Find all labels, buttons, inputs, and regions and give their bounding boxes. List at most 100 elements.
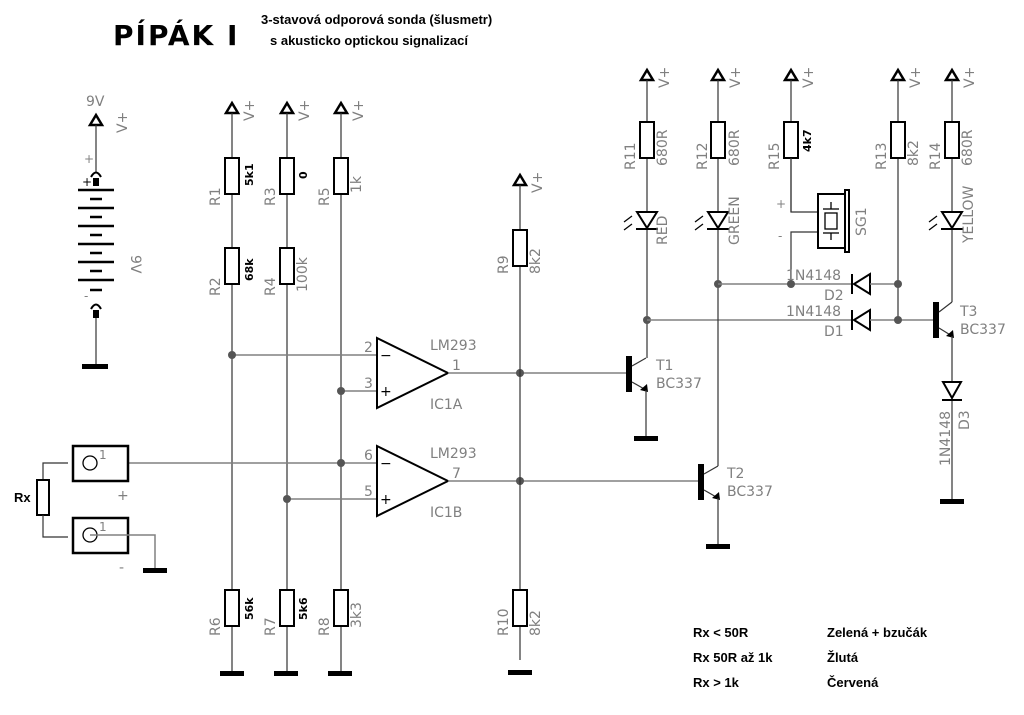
ground-icon (508, 670, 532, 675)
r11-value: 680R (655, 129, 671, 166)
resistor-r9 (512, 229, 528, 267)
vplus-supply-icon (223, 100, 241, 115)
d2-part: 1N4148 (786, 268, 841, 284)
probe-plus-label: + (117, 488, 129, 504)
vplus-supply-icon (889, 67, 907, 82)
svg-text:−: − (380, 348, 392, 364)
vplus-supply-icon (709, 67, 727, 82)
transistor-t1: T1 BC337 (626, 356, 702, 441)
r8-value: 3k3 (349, 602, 365, 628)
ic1b-part: LM293 (430, 446, 477, 462)
probe-plus-terminal[interactable] (71, 444, 130, 483)
r13-ref: R13 (874, 142, 890, 170)
buzzer-ref: SG1 (854, 207, 870, 236)
ground-icon (940, 499, 964, 504)
resistor-r5 (333, 157, 349, 195)
led-red: RED (623, 211, 671, 245)
resistor-r11 (639, 121, 655, 159)
r9-value: 8k2 (528, 248, 544, 274)
battery: 9V V+ + + 9V - (78, 94, 143, 369)
diode-d2: 1N4148 D2 (786, 268, 898, 304)
resistor-r2 (224, 247, 240, 285)
r2-ref: R2 (208, 277, 224, 296)
d3-part: 1N4148 (938, 411, 954, 466)
probe-minus-label: - (119, 560, 124, 576)
led-yellow-label: YELLOW (961, 185, 977, 244)
vplus-label: V+ (530, 172, 546, 193)
vplus-supply-icon (332, 100, 350, 115)
battery-cell-plus: + (82, 175, 92, 189)
d1-ref: D1 (824, 324, 844, 340)
resistor-r6 (224, 589, 240, 627)
vplus-label: V+ (728, 67, 744, 88)
r4-ref: R4 (263, 277, 279, 296)
d1-part: 1N4148 (786, 304, 841, 320)
r9-ref: R9 (496, 255, 512, 274)
buzzer-sg1: + - SG1 (776, 158, 870, 288)
resistor-r4 (279, 247, 295, 285)
t1-part: BC337 (656, 376, 702, 392)
legend-result-2: Žlutá (827, 650, 859, 665)
resistor-r14 (944, 121, 960, 159)
vplus-supply-icon (87, 112, 105, 127)
r12-value: 680R (727, 129, 743, 166)
r3-ref: R3 (263, 187, 279, 206)
battery-rail-label: V+ (115, 112, 131, 133)
vplus-label: V+ (242, 100, 258, 121)
ground-icon (82, 364, 108, 369)
r15-value: 4k7 (801, 129, 814, 152)
battery-minus-label: - (84, 289, 88, 303)
vplus-supply-icon (278, 100, 296, 115)
vplus-label: V+ (962, 67, 978, 88)
comparator-ic1a: 2 3 1 − + LM293 IC1A (364, 336, 477, 413)
vplus-label: V+ (657, 67, 673, 88)
probe-minus-pin: 1 (99, 520, 107, 534)
legend-condition-3: Rx > 1k (693, 675, 740, 690)
transistor-t2: T2 BC337 (698, 464, 773, 549)
resistor-r15 (783, 121, 799, 159)
schematic-title: PÍPÁK I (113, 18, 239, 52)
r1-value: 5k1 (243, 163, 256, 186)
r8-ref: R8 (317, 617, 333, 636)
svg-text:+: + (380, 492, 392, 508)
r4-value: 100k (295, 256, 311, 292)
resistor-r7 (279, 589, 295, 627)
ground-icon (143, 568, 167, 573)
battery-plus-label: + (84, 152, 94, 166)
transistor-t3: T3 BC337 (933, 301, 1006, 338)
resistor-r12 (710, 121, 726, 159)
schematic-subtitle-line2: s akusticko optickou signalizací (270, 33, 468, 48)
vplus-supply-icon (511, 172, 529, 187)
resistor-r1 (224, 157, 240, 195)
ground-icon (634, 436, 658, 441)
ic1b-pin-noninv: 5 (364, 484, 373, 500)
schematic-subtitle-line1: 3-stavová odporová sonda (šlusmetr) (261, 12, 492, 27)
resistor-r10 (512, 589, 528, 627)
d2-ref: D2 (824, 288, 844, 304)
resistor-r3 (279, 157, 295, 195)
legend-condition-1: Rx < 50R (693, 625, 749, 640)
led-yellow: YELLOW (928, 185, 977, 244)
vplus-supply-icon (943, 67, 961, 82)
legend-table: Rx < 50R Zelená + bzučák Rx 50R až 1k Žl… (693, 625, 928, 690)
r1-ref: R1 (208, 187, 224, 206)
probe: 1 + 1 - Rx (14, 444, 167, 576)
t3-ref: T3 (959, 304, 977, 320)
ground-icon (706, 544, 730, 549)
ground-icon (274, 671, 298, 676)
ic1b-pin-out: 7 (452, 466, 461, 482)
vplus-label: V+ (801, 67, 817, 88)
r14-ref: R14 (928, 142, 944, 170)
d3-ref: D3 (957, 410, 973, 430)
ground-icon (328, 671, 352, 676)
r14-value: 680R (960, 129, 976, 166)
r7-value: 5k6 (297, 597, 310, 620)
battery-voltage-label: 9V (86, 94, 105, 110)
r6-value: 56k (243, 597, 256, 620)
vplus-label: V+ (908, 67, 924, 88)
buzzer-plus-label: + (776, 197, 786, 211)
r13-value: 8k2 (906, 140, 922, 166)
led-red-label: RED (655, 216, 671, 245)
svg-text:−: − (380, 456, 392, 472)
